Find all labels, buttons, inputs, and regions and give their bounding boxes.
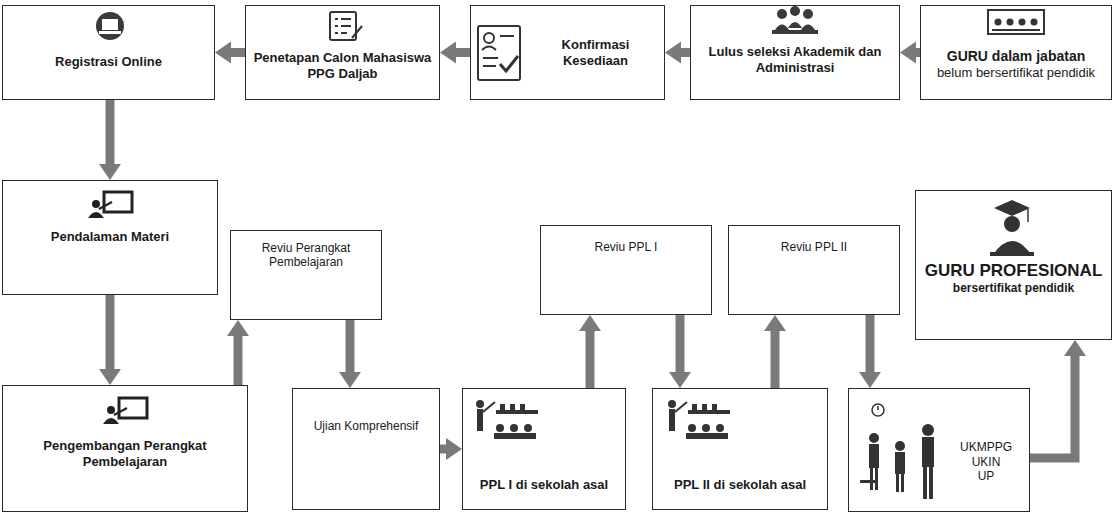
process-box: Lulus seleksi Akademik dan Administrasi — [690, 5, 900, 100]
flow-arrow — [456, 48, 470, 57]
exam-box: Ujian Komprehensif — [292, 388, 440, 510]
node-label: Registrasi Online — [55, 54, 162, 70]
teaching-icon — [88, 192, 132, 218]
flow-arrow — [676, 315, 685, 372]
review-box: Reviu Perangkat Pembelajaran — [230, 230, 382, 320]
practice-box: PPL I di sekolah asal — [462, 388, 626, 510]
node-label: PPL I di sekolah asal — [480, 477, 608, 493]
exam-icon — [860, 404, 934, 499]
online-icon — [96, 12, 124, 40]
node-label: UKMPPG — [960, 440, 1012, 454]
node-label: UKIN — [972, 455, 1001, 469]
graduate-icon — [990, 200, 1034, 256]
document-check-icon — [478, 26, 520, 80]
process-box: Penetapan Calon Mahasiswa PPG Daljab — [245, 5, 440, 100]
node-label: Konfirmasi Kesediaan — [533, 37, 658, 68]
flow-arrow — [1030, 356, 1075, 458]
flow-arrow — [866, 315, 875, 372]
node-label: Ujian Komprehensif — [314, 419, 419, 433]
flow-arrow — [346, 320, 355, 372]
node-label: Reviu PPL II — [781, 240, 847, 254]
node-label: bersertifikat pendidik — [953, 281, 1074, 295]
node-label: Reviu PPL I — [595, 240, 658, 254]
flow-arrow — [771, 331, 780, 388]
exam-box: UKMPPGUKINUP — [848, 388, 1030, 512]
process-box: Registrasi Online — [2, 5, 215, 100]
node-label: Reviu Perangkat Pembelajaran — [237, 241, 375, 270]
node-label: PPL II di sekolah asal — [674, 477, 806, 493]
node-label: GURU PROFESIONAL — [925, 261, 1103, 281]
list-icon — [330, 12, 362, 40]
node-label: Lulus seleksi Akademik dan Administrasi — [697, 44, 893, 75]
node-label: UP — [978, 469, 995, 483]
class-practice-icon — [476, 400, 538, 439]
group-icon — [772, 6, 818, 34]
flow-arrow — [440, 445, 446, 454]
flow-arrow — [106, 100, 115, 164]
node-label: Penetapan Calon Mahasiswa PPG Daljab — [252, 50, 433, 81]
class-practice-icon — [668, 400, 730, 439]
node-label: Pendalaman Materi — [51, 229, 170, 245]
node-label: Pengembangan Perangkat Pembelajaran — [11, 438, 239, 469]
flow-arrow — [234, 336, 243, 385]
process-box: Konfirmasi Kesediaan — [470, 5, 665, 100]
node-label: GURU dalam jabatan — [947, 48, 1085, 65]
process-box: Pendalaman Materi — [2, 180, 218, 295]
review-box: Reviu PPL II — [728, 225, 900, 315]
classroom-icon — [988, 10, 1044, 34]
process-box: Pengembangan Perangkat Pembelajaran — [2, 385, 248, 512]
practice-box: PPL II di sekolah asal — [652, 388, 828, 510]
review-box: Reviu PPL I — [540, 225, 712, 315]
node-label: belum bersertifikat pendidik — [937, 65, 1095, 81]
flow-arrow — [681, 48, 690, 57]
flow-arrow — [586, 331, 595, 388]
flow-arrow — [231, 48, 245, 57]
flow-arrow — [106, 295, 115, 369]
teaching-icon — [103, 398, 147, 424]
start-box: GURU dalam jabatanbelum bersertifikat pe… — [920, 5, 1112, 100]
end-box: GURU PROFESIONALbersertifikat pendidik — [915, 190, 1112, 340]
